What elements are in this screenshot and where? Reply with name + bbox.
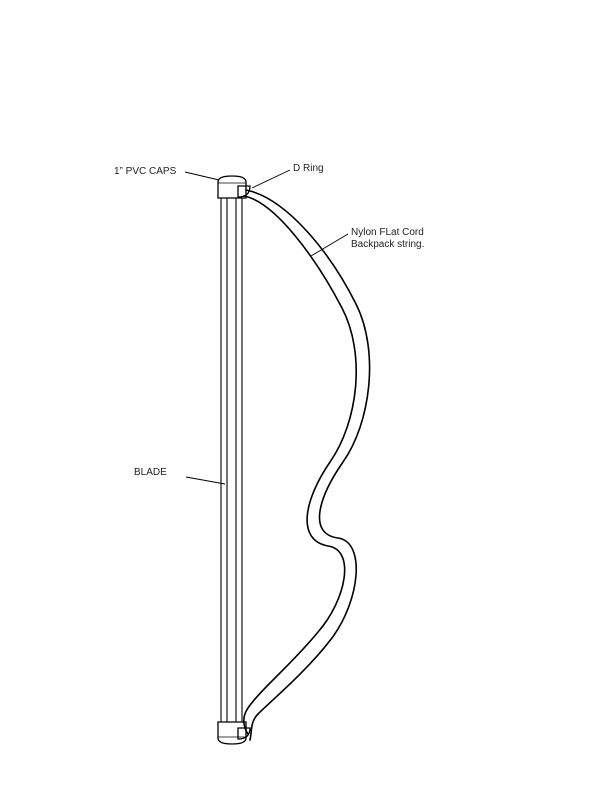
top-d-ring (237, 185, 251, 198)
label-nylon-cord-line1: Nylon FLat Cord (351, 227, 424, 238)
leader-lines (184, 169, 349, 485)
top-pvc-cap (217, 175, 247, 199)
leader-cord (310, 233, 349, 257)
bottom-pvc-cap (217, 721, 247, 745)
nylon-flat-cord (243, 189, 371, 741)
label-d-ring: D Ring (293, 163, 324, 174)
label-nylon-cord: Nylon FLat Cord Backpack string. (351, 227, 424, 251)
leader-d-ring (251, 169, 291, 189)
leader-pvc-caps (184, 171, 220, 181)
blade (220, 196, 243, 722)
label-blade: BLADE (134, 467, 167, 478)
label-nylon-cord-line2: Backpack string. (351, 239, 425, 250)
label-pvc-caps: 1” PVC CAPS (114, 166, 177, 177)
leader-blade (185, 476, 226, 485)
bottom-d-ring (237, 727, 251, 740)
